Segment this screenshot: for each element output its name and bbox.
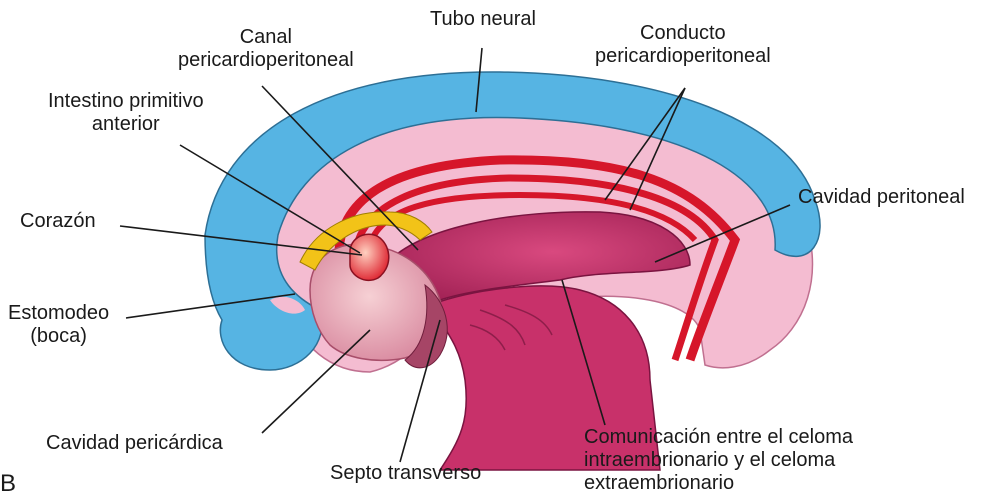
heart-shape <box>350 234 389 280</box>
label-cavidad-pericardica: Cavidad pericárdica <box>46 432 223 455</box>
panel-letter: B <box>0 470 16 496</box>
label-cavidad-peritoneal: Cavidad peritoneal <box>798 186 965 209</box>
label-intestino-primitivo-anterior: Intestino primitivo anterior <box>48 90 204 136</box>
label-comunicacion: Comunicación entre el celoma intraembrio… <box>584 426 853 495</box>
label-conducto-pericardioperitoneal: Conducto pericardioperitoneal <box>595 22 771 68</box>
label-estomodeo: Estomodeo (boca) <box>8 302 109 348</box>
label-septo-transverso: Septo transverso <box>330 462 481 485</box>
label-canal-pericardioperitoneal: Canal pericardioperitoneal <box>178 26 354 72</box>
label-corazon: Corazón <box>20 210 96 233</box>
label-tubo-neural: Tubo neural <box>430 8 536 31</box>
